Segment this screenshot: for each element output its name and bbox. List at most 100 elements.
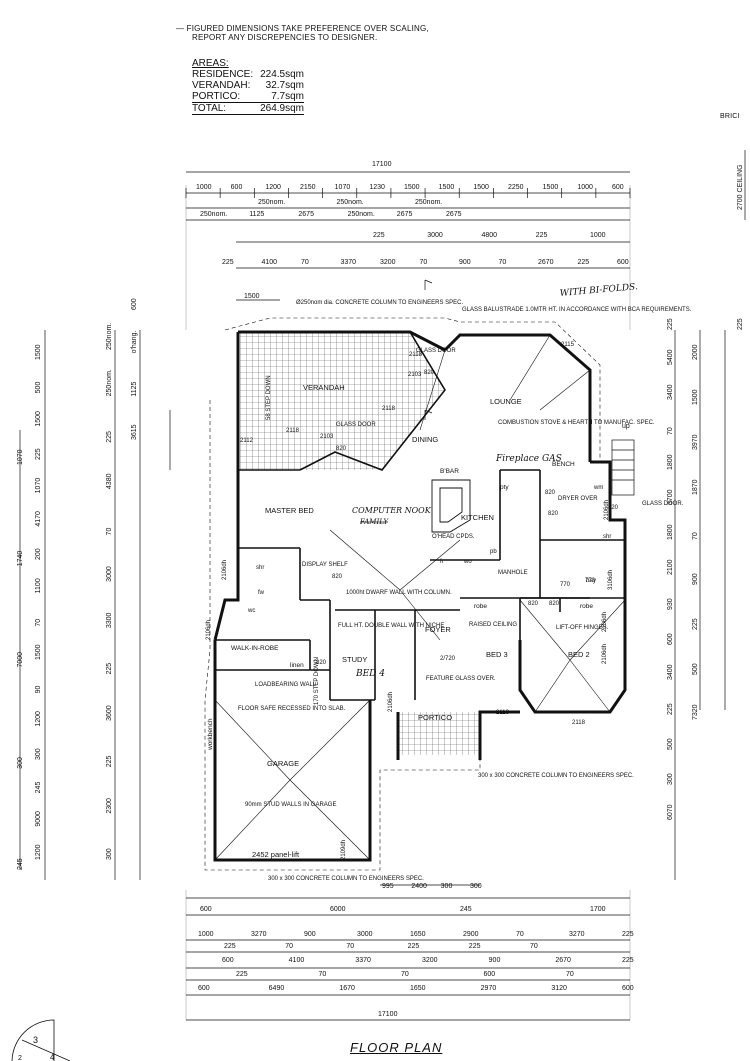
dimension-label: 225	[622, 957, 634, 964]
dimension-label: 300	[667, 773, 674, 785]
room-walk-in-robe: WALK-IN-ROBE	[231, 645, 279, 652]
door-mark: 2118	[286, 428, 300, 434]
dimension-label: 1000	[577, 184, 593, 191]
hand-fireplace: Fireplace GAS	[495, 454, 562, 464]
dimension-label: 1500	[35, 644, 42, 660]
dimension-label: 70	[301, 259, 309, 266]
area-row-portico: PORTICO:7.7sqm	[192, 91, 304, 102]
room-bed2: BED 2	[568, 650, 590, 659]
dimension-label: 225	[667, 703, 674, 715]
area-label: TOTAL:	[192, 103, 227, 114]
label-bbar: B'BAR	[440, 468, 459, 475]
general-note: — FIGURED DIMENSIONS TAKE PREFERENCE OVE…	[176, 24, 429, 42]
dimension-label: 3370	[355, 957, 371, 964]
dimension-label: 225	[106, 431, 113, 443]
dimension-label: 2300	[106, 798, 113, 814]
label-robe-a: robe	[474, 603, 487, 610]
label-glass-door-a: GLASS DOOR	[416, 348, 456, 354]
dimension-label: 2400	[411, 883, 427, 890]
label-workbench: workbench	[207, 718, 214, 751]
room-linen: linen	[290, 662, 304, 669]
dimension-label: 2670	[538, 259, 554, 266]
dimension-label: 2150	[300, 184, 316, 191]
door-mark: 2109dh	[341, 840, 347, 860]
dimension-label: 3120	[551, 985, 567, 992]
room-master-bed: MASTER BED	[265, 506, 314, 515]
dimension-label: 3300	[106, 613, 113, 629]
dimension-label: 2675	[446, 211, 462, 218]
dimension-label: 225	[35, 448, 42, 460]
room-foyer: FOYER	[425, 625, 451, 634]
dimension-label: 600	[231, 184, 243, 191]
drawing-title: FLOOR PLAN	[350, 1040, 443, 1055]
dimension-label: 250nom.	[200, 211, 227, 218]
dimension-label: 250nom.	[106, 369, 113, 396]
dimension-label: 70	[106, 528, 113, 536]
dimension-label: 70	[667, 427, 674, 435]
note-dwarf-wall: 1000ht DWARF WALL WITH COLUMN.	[346, 590, 452, 596]
note-column-bottom: 300 x 300 CONCRETE COLUMN TO ENGINEERS S…	[268, 876, 424, 882]
note-stud-walls: 90mm STUD WALLS IN GARAGE	[245, 802, 336, 808]
dimension-label: 500	[667, 738, 674, 750]
sheet-marker: 3 2 4	[11, 1019, 71, 1061]
dimension-label: 245	[17, 858, 24, 870]
dimension-label: 300	[17, 757, 24, 769]
dimension-label: 300	[441, 883, 453, 890]
dimension-label: 2670	[555, 957, 571, 964]
dimension-label: 1670	[339, 985, 355, 992]
dimension-label: 995	[382, 883, 394, 890]
note-step-down-a: 58 STEP DOWN	[266, 375, 272, 420]
dimension-label: 1125	[131, 382, 138, 397]
dimension-label: 900	[692, 573, 699, 585]
dimension-label: 1230	[369, 184, 385, 191]
door-mark: 2106dh	[388, 692, 394, 712]
area-value: 264.9sqm	[260, 103, 304, 114]
dimension-label: 600	[667, 633, 674, 645]
dimension-label: 4100	[289, 957, 305, 964]
dimension-label: 2000	[692, 344, 699, 360]
dimension-label: 225	[373, 232, 385, 239]
dimension-label: 3700	[667, 489, 674, 505]
note-fr: fr	[440, 559, 444, 565]
stairs	[611, 439, 635, 496]
door-mark: 820	[332, 574, 343, 580]
dimension-label: 930	[667, 598, 674, 610]
dimension-label: 600	[131, 298, 138, 310]
dimension-label: 3400	[667, 384, 674, 400]
dimension-label: 7000	[17, 652, 24, 668]
room-kitchen: KITCHEN	[461, 513, 494, 522]
dimension-label: 245	[35, 782, 42, 794]
dimension-label: 1070	[335, 184, 351, 191]
dimension-label: 70	[692, 532, 699, 540]
note-dryer: DRYER OVER	[558, 496, 598, 502]
dimension-label: 3200	[380, 259, 396, 266]
dimension-label: 600	[484, 971, 496, 978]
dimension-label: 3270	[251, 931, 267, 938]
label-glass-door-b: GLASS DOOR	[336, 422, 376, 428]
areas-table: AREAS: RESIDENCE:224.5sqm VERANDAH:32.7s…	[192, 58, 304, 115]
door-mark: 2118	[496, 710, 510, 716]
left-dimensions: 1070174070003002451500500150022510704170…	[17, 298, 138, 870]
area-row-verandah: VERANDAH:32.7sqm	[192, 80, 304, 91]
dimension-label: 1200	[35, 844, 42, 860]
door-mark: 2106dh	[206, 620, 212, 640]
dimension-label: 4380	[106, 473, 113, 489]
door-mark: 2118	[382, 406, 396, 412]
dimension-label: 5400	[667, 349, 674, 365]
dimension-label: o'hang.	[131, 331, 138, 354]
sheet-number-top: 3	[33, 1035, 38, 1045]
door-mark: 2106dh	[604, 500, 610, 520]
room-verandah: VERANDAH	[303, 383, 345, 392]
dimension-label: 1700	[590, 906, 606, 913]
dimension-overall: 17100	[372, 161, 392, 168]
room-portico: PORTICO	[418, 713, 452, 722]
dimension-label: 1500	[244, 293, 260, 300]
door-mark: 2118	[409, 352, 423, 358]
dimension-label: 4800	[482, 232, 498, 239]
dimension-label: 225	[536, 232, 548, 239]
dimension-label: 3270	[569, 931, 585, 938]
dimension-label: 250nom.	[348, 211, 375, 218]
